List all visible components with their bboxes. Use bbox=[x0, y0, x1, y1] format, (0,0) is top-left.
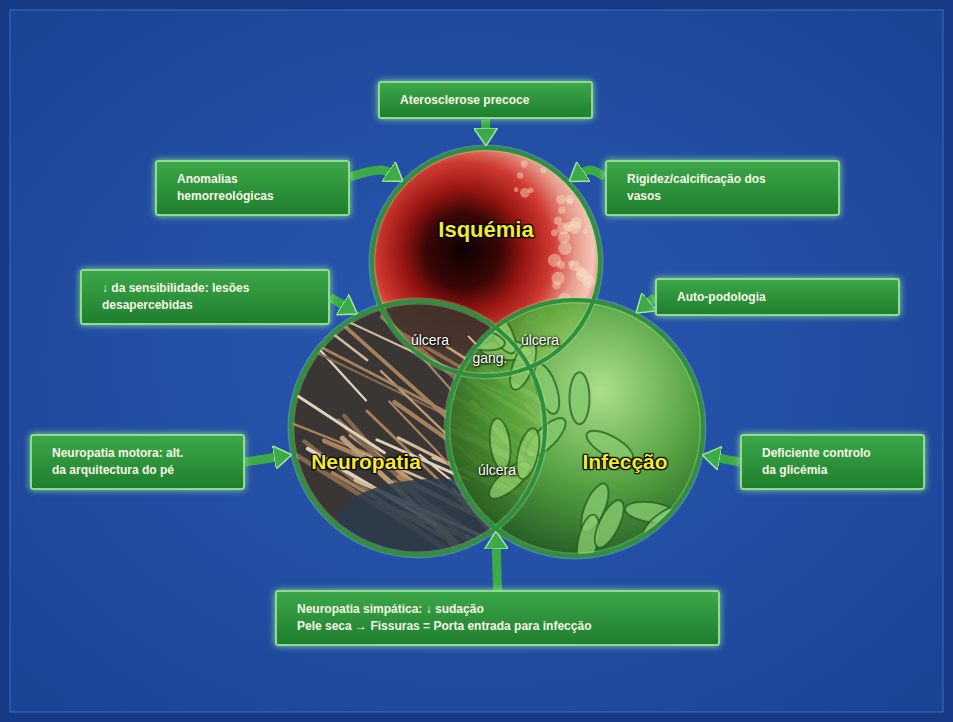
plaque-dot bbox=[517, 172, 523, 178]
circle-outline bbox=[291, 301, 545, 555]
box-text: ↓ da sensibilidade: lesões desapercebida… bbox=[102, 280, 254, 314]
box-text: Anomalias hemorreológicas bbox=[177, 171, 287, 205]
cause-box: Anomalias hemorreológicas bbox=[155, 160, 350, 216]
plaque-dot bbox=[551, 229, 558, 236]
plaque-dot bbox=[567, 198, 573, 204]
plaque-dot bbox=[556, 195, 565, 204]
bacterium bbox=[569, 372, 589, 424]
cause-box: Auto-podologia bbox=[655, 278, 900, 317]
circle-title: Isquémia bbox=[438, 217, 533, 242]
illustration-group bbox=[372, 148, 600, 376]
cause-box: Deficiente controlo da glicémia bbox=[740, 434, 925, 490]
artery-section bbox=[372, 148, 600, 376]
plaque-dot bbox=[557, 223, 569, 235]
plaque-dot bbox=[528, 187, 534, 193]
overlap-label: gang. bbox=[472, 350, 507, 367]
plaque-dot bbox=[583, 228, 588, 233]
plaque-dot bbox=[566, 195, 575, 204]
overlap-label: úlcera bbox=[411, 332, 449, 349]
box-text: Pele seca → Fissuras = Porta entrada par… bbox=[297, 618, 704, 635]
overlap-label: úlcera bbox=[478, 462, 516, 479]
plaque-dot bbox=[551, 272, 564, 285]
cause-box: Aterosclerose precoce bbox=[378, 81, 593, 120]
circle-glow bbox=[291, 301, 545, 555]
plaque-dot bbox=[558, 207, 566, 215]
cause-box: Rigidez/calcificação dos vasos bbox=[605, 160, 840, 216]
circle-outline bbox=[372, 148, 600, 376]
circle-glow bbox=[372, 148, 600, 376]
cause-arrow bbox=[330, 297, 349, 309]
plaque-dot bbox=[548, 254, 561, 267]
circle-glow bbox=[447, 300, 703, 556]
cause-arrow bbox=[496, 541, 497, 590]
circle-title: Neuropatia bbox=[311, 450, 421, 474]
cause-arrow bbox=[350, 170, 395, 177]
circle-title: Infecção bbox=[582, 450, 667, 474]
cause-arrow bbox=[577, 170, 605, 177]
plaque-dot bbox=[576, 269, 589, 282]
cause-box: Neuropatia motora: alt. da arquitectura … bbox=[30, 434, 245, 490]
cause-arrow bbox=[712, 457, 740, 462]
overlap-label: úlcera bbox=[521, 332, 559, 349]
cause-arrow bbox=[644, 297, 655, 307]
box-text: Deficiente controlo da glicémia bbox=[762, 445, 882, 479]
decoration bbox=[291, 148, 703, 556]
nerve-fibre bbox=[299, 396, 385, 452]
box-text: Aterosclerose precoce bbox=[400, 92, 577, 109]
box-text: Rigidez/calcificação dos vasos bbox=[627, 171, 767, 205]
box-text: Neuropatia simpática: ↓ sudação bbox=[297, 601, 704, 618]
cause-box: ↓ da sensibilidade: lesões desapercebida… bbox=[80, 269, 330, 325]
illustration-group bbox=[291, 301, 545, 555]
circle-outline bbox=[447, 300, 703, 556]
plaque-dot bbox=[558, 242, 571, 255]
panel bbox=[10, 10, 943, 712]
plaque-dot bbox=[521, 161, 528, 168]
plaque-dot bbox=[569, 260, 580, 271]
plaque-dot bbox=[514, 187, 519, 192]
cause-arrow bbox=[481, 119, 490, 136]
cause-arrow bbox=[245, 456, 282, 462]
cause-box: Neuropatia simpática: ↓ sudaçãoPele seca… bbox=[275, 590, 720, 646]
box-text: Auto-podologia bbox=[677, 289, 884, 306]
box-text: Neuropatia motora: alt. da arquitectura … bbox=[52, 445, 192, 479]
